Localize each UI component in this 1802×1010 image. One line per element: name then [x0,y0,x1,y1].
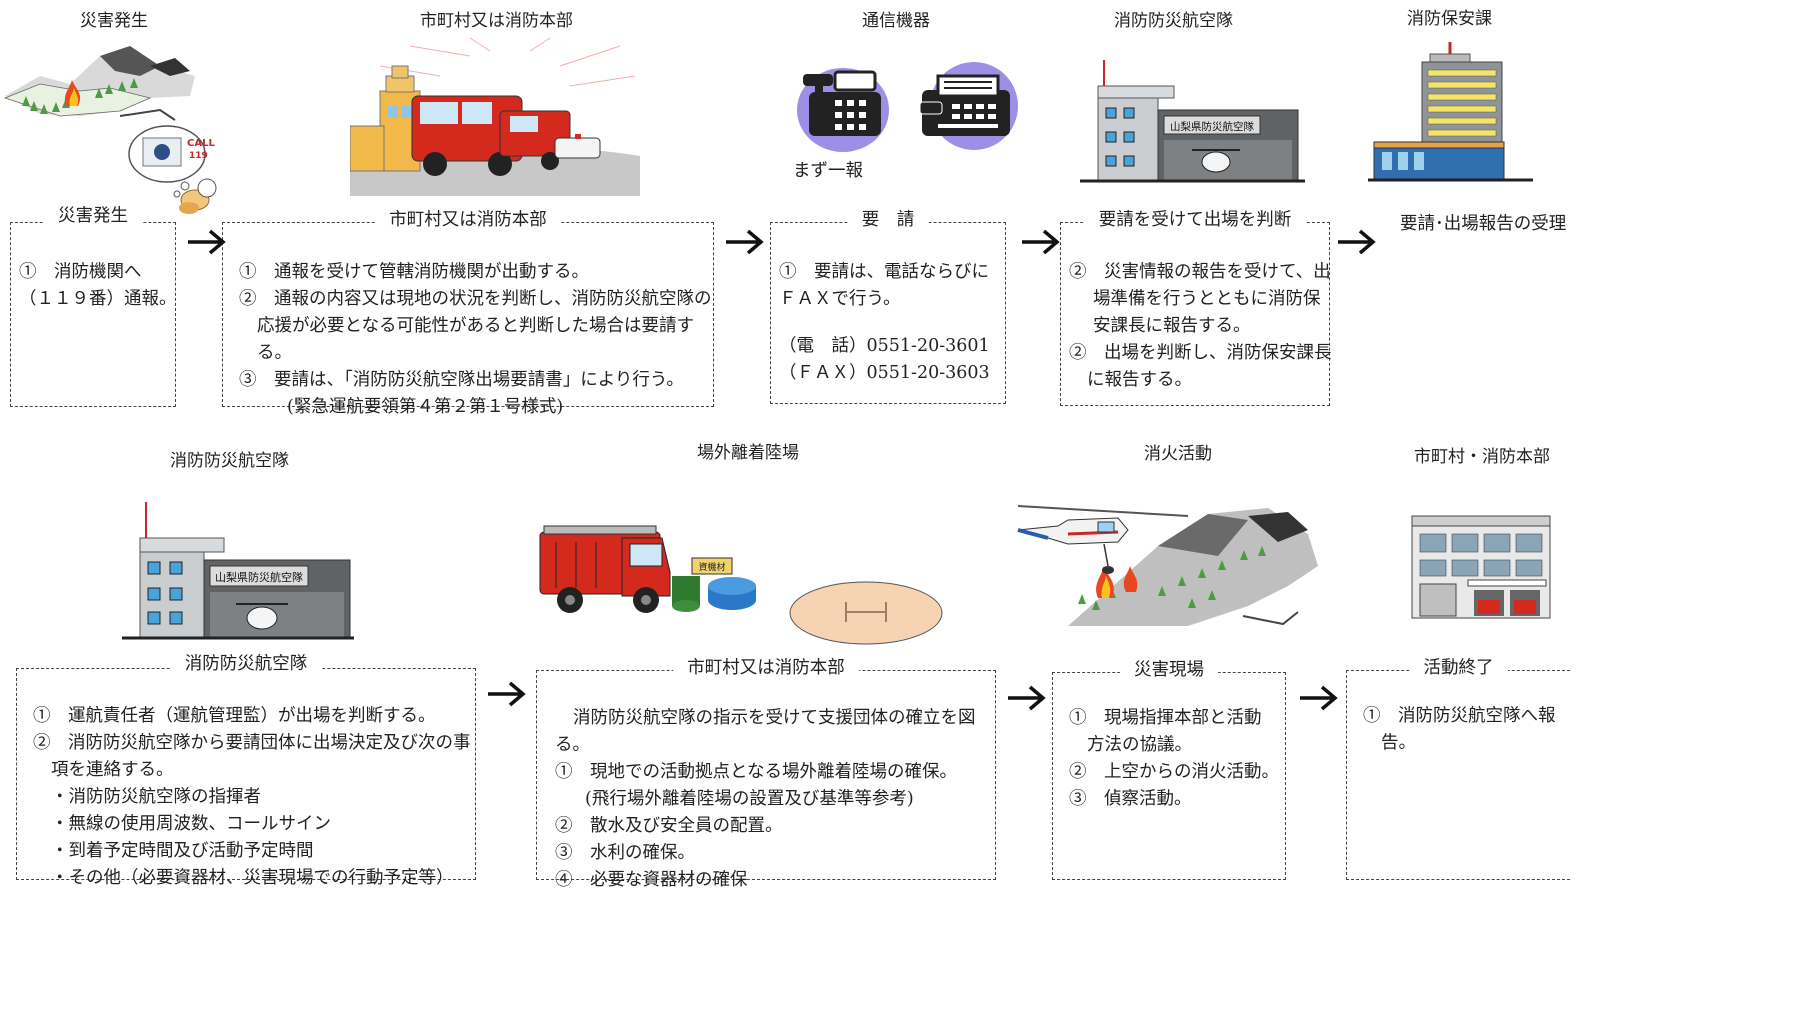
step-line: る。 [555,735,590,755]
step-title-comms: 通信機器 [862,11,930,31]
step-line: ② 出場を判断し、消防保安課長 [1069,343,1332,363]
step-line: に報告する。 [1087,370,1192,390]
step-line: ② 災害情報の報告を受けて、出 [1069,262,1331,282]
step-line: ① 運航責任者（運航管理監）が出場を判断する。 [33,706,436,726]
step-box-municipality: 市町村又は消防本部 ① 通報を受けて管轄消防機関が出動する。 ② 通報の内容又は… [222,207,714,417]
arrow-right-icon [1300,685,1338,711]
box-title-municipality: 市町村又は消防本部 [375,207,561,234]
step-line: ① 消防防災航空隊へ報 [1363,706,1556,726]
step-line: 方法の協議。 [1087,735,1192,755]
step-line: ① 消防機関へ [19,262,142,282]
step-line: ・無線の使用周波数、コールサイン [51,814,331,834]
arrow-right-icon [1008,685,1046,711]
step-line: ① 要請は、電話ならびに [779,262,989,282]
box-body-support: 消防防災航空隊の指示を受けて支援団体の確立を図 る。 ① 現地での活動拠点となる… [555,705,989,894]
box-body-municipality: ① 通報を受けて管轄消防機関が出動する。 ② 通報の内容又は現地の状況を判断し、… [239,259,712,421]
step-line: (緊急運航要領第４第２第１号様式) [287,397,564,417]
step-line: 告。 [1381,733,1416,753]
arrow-right-icon [1338,229,1376,255]
step-box-air-corps: 消防防災航空隊 ① 運航責任者（運航管理監）が出場を判断する。 ② 消防防災航空… [16,651,476,888]
svg-text:CALL: CALL [187,138,215,149]
arrow-right-icon [188,229,226,255]
report-receipt-label: 要請･出場報告の受理 [1400,214,1567,234]
step-title-firefight: 消火活動 [1144,444,1212,464]
box-title-dispatch-judge: 要請を受けて出場を判断 [1084,207,1306,234]
step-line: 場準備を行うとともに消防保 [1093,289,1321,309]
step-line: ＦＡＸで行う。 [779,289,901,309]
step-box-request: 要 請 ① 要請は、電話ならびに ＦＡＸで行う。 （電 話）0551-20-36… [770,207,1006,404]
box-body-air-corps: ① 運航責任者（運航管理監）が出場を判断する。 ② 消防防災航空隊から要請団体に… [33,703,471,892]
step-title-disaster: 災害発生 [80,11,148,31]
step-box-dispatch-judge: 要請を受けて出場を判断 ② 災害情報の報告を受けて、出 場準備を行うとともに消防… [1060,207,1332,406]
step-line: ・消防防災航空隊の指揮者 [51,787,261,807]
box-body-disaster-site: ① 現場指揮本部と活動 方法の協議。 ② 上空からの消火活動。 ③ 偵察活動。 [1069,705,1279,813]
box-body-dispatch-judge: ② 災害情報の報告を受けて、出 場準備を行うとともに消防保 安課長に報告する。 … [1069,259,1332,394]
step-box-support: 市町村又は消防本部 消防防災航空隊の指示を受けて支援団体の確立を図 る。 ① 現… [536,655,996,890]
step-line: ① 現場指揮本部と活動 [1069,708,1262,728]
step-line: （ＦＡＸ）0551-20-3603 [779,363,990,383]
equipment-crate-label: 資機材 [698,561,725,573]
fax-icon [919,62,1018,150]
step-line: ③ 偵察活動。 [1069,789,1192,809]
step-line: ③ 水利の確保。 [555,843,695,863]
air-corps-building-icon: 山梨県防災航空隊 [1080,60,1305,183]
first-report-caption: まず一報 [793,161,863,181]
box-body-request: ① 要請は、電話ならびに ＦＡＸで行う。 （電 話）0551-20-3601 （… [779,259,999,387]
step-line: 項を連絡する。 [51,760,174,780]
helicopter-firefight-icon [1017,505,1318,626]
municipal-station-icon [1411,515,1551,619]
box-body-disaster: ① 消防機関へ （１１９番）通報。 [19,259,177,313]
step-box-disaster: 災害発生 ① 消防機関へ （１１９番）通報。 [10,203,177,407]
step-line: 消防防災航空隊の指示を受けて支援団体の確立を図 [573,708,976,728]
box-title-support: 市町村又は消防本部 [673,655,859,682]
step-line: ② 通報の内容又は現地の状況を判断し、消防防災航空隊の [239,289,712,309]
arrow-right-icon [1022,229,1060,255]
step-title-municipal-hq: 市町村・消防本部 [1414,447,1550,467]
step-title-air-corps: 消防防災航空隊 [1114,11,1233,31]
step-line: ・その他（必要資器材、災害現場での行動予定等） [51,868,454,888]
box-title-request: 要 請 [847,207,929,234]
step-line: 安課長に報告する。 [1093,316,1251,336]
step-line: ② 上空からの消火活動。 [1069,762,1279,782]
box-title-disaster: 災害発生 [44,203,142,230]
air-corps-sign-bottom: 山梨県防災航空隊 [215,570,303,584]
step-line: （電 話）0551-20-3601 [779,336,990,356]
step-line: 応援が必要となる可能性があると判断した場合は要請す [257,316,694,336]
box-title-disaster-site: 災害現場 [1120,657,1218,684]
box-title-end: 活動終了 [1409,655,1508,682]
box-title-air-corps: 消防防災航空隊 [170,651,322,678]
step-line: ① 現地での活動拠点となる場外離着陸場の確保。 [555,762,957,782]
office-tower-icon [1368,42,1533,182]
step-title-municipality: 市町村又は消防本部 [420,11,573,31]
step-line: ・到着予定時間及び活動予定時間 [51,841,314,861]
step-line: ① 通報を受けて管轄消防機関が出動する。 [239,262,589,282]
step-line: ③ 要請は、「消防防災航空隊出場要請書」により行う。 [239,370,684,390]
step-line: ④ 必要な資器材の確保 [555,870,748,890]
step-box-disaster-site: 災害現場 ① 現場指揮本部と活動 方法の協議。 ② 上空からの消火活動。 ③ 偵… [1052,657,1286,880]
step-title-landing-site: 場外離着陸場 [697,443,799,463]
helipad-icon [789,581,943,645]
step-line: ② 消防防災航空隊から要請団体に出場決定及び次の事 [33,733,471,753]
step-line: る。 [257,343,292,363]
step-title-air-corps-2: 消防防災航空隊 [170,451,289,471]
svg-text:119: 119 [189,151,208,161]
fire-truck-icon: 資機材 [539,525,756,613]
arrow-right-icon [488,681,526,707]
call-119-icon: CALL 119 [128,125,217,214]
wildfire-icon [3,46,195,121]
fire-station-icon [350,37,640,196]
air-corps-sign-top: 山梨県防災航空隊 [1170,120,1254,133]
arrow-right-icon [726,229,764,255]
box-body-end: ① 消防防災航空隊へ報 告。 [1363,703,1564,757]
step-title-safety-div: 消防保安課 [1407,9,1492,29]
air-corps-building-icon: 山梨県防災航空隊 [122,502,354,640]
step-box-end: 活動終了 ① 消防防災航空隊へ報 告。 [1346,655,1570,880]
step-line: ② 散水及び安全員の配置。 [555,816,783,836]
step-line: (飛行場外離着陸場の設置及び基準等参考) [585,789,914,809]
step-line: （１１９番）通報。 [19,289,177,309]
telephone-icon [797,68,889,152]
